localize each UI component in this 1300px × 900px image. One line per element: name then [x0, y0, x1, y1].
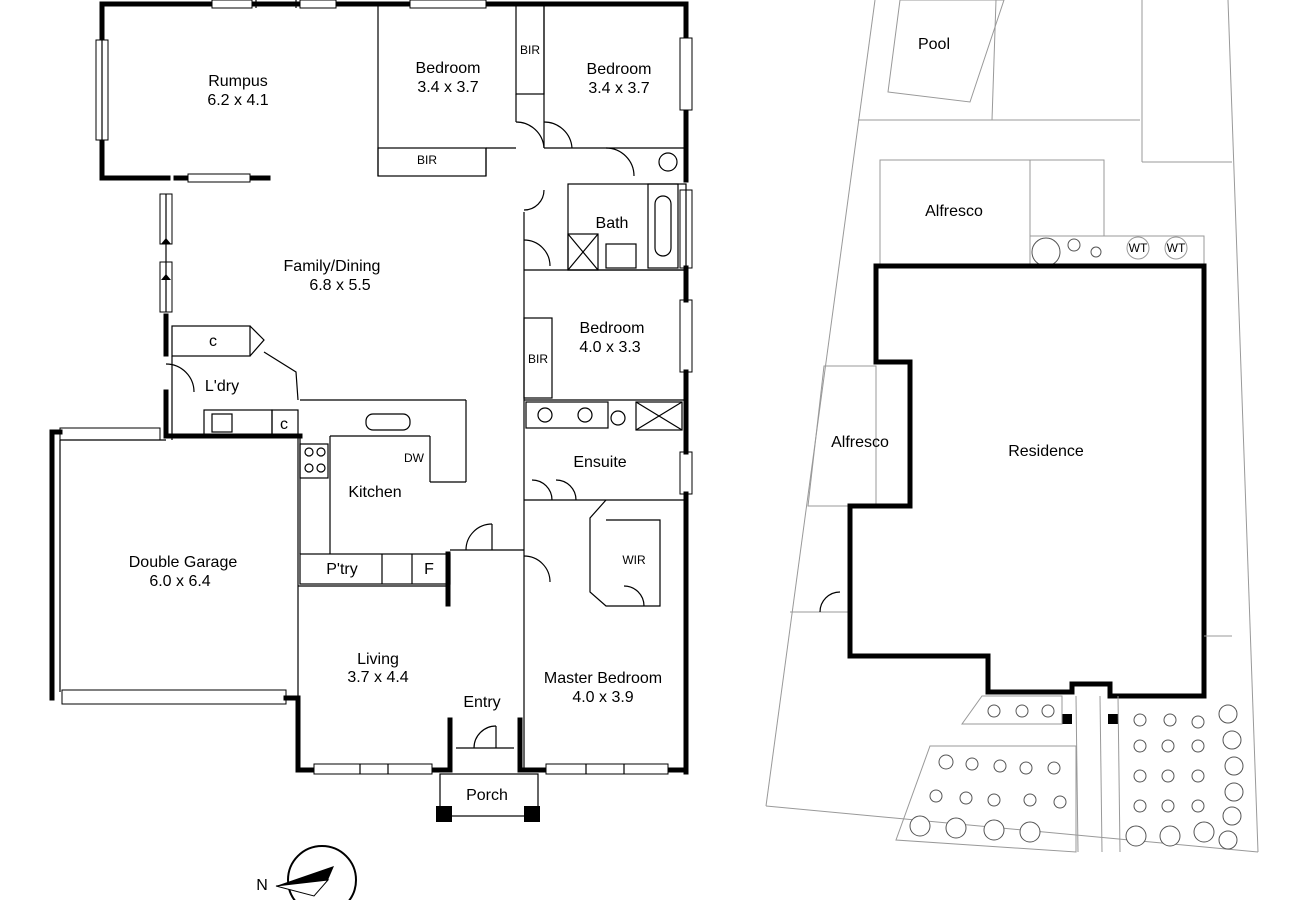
room-name-rumpus: Rumpus	[208, 73, 268, 90]
room-name-bedroom2: Bedroom	[587, 61, 652, 78]
room-labels: Rumpus 6.2 x 4.1 Bedroom 3.4 x 3.7 Bedro…	[129, 43, 662, 804]
room-size-rumpus: 6.2 x 4.1	[207, 92, 268, 109]
label-water-tank-2: WT	[1167, 241, 1186, 255]
label-bath: Bath	[596, 215, 629, 232]
room-size-master-bedroom: 4.0 x 3.9	[572, 689, 633, 706]
label-alfresco-side: Alfresco	[831, 434, 889, 451]
label-water-tank-1: WT	[1129, 241, 1148, 255]
room-size-family-dining: 6.8 x 5.5	[309, 277, 370, 294]
floor-plan: N Rumpus 6.2 x 4.1 Bedroom 3.4 x 3.7 Bed…	[49, 0, 693, 900]
label-wir: WIR	[622, 553, 646, 567]
rumpus-walls	[95, 0, 381, 183]
compass: N	[256, 845, 357, 900]
label-laundry: L'dry	[205, 378, 239, 395]
room-name-master-bedroom: Master Bedroom	[544, 670, 662, 687]
label-residence: Residence	[1008, 443, 1084, 460]
label-dishwasher: DW	[404, 451, 425, 465]
label-pantry: P'try	[326, 561, 358, 578]
room-name-family-dining: Family/Dining	[284, 258, 381, 275]
room-size-double-garage: 6.0 x 6.4	[149, 573, 210, 590]
label-pool: Pool	[918, 36, 950, 53]
garage-walls	[49, 193, 450, 773]
label-bir-bottom: BIR	[417, 153, 437, 167]
label-ensuite: Ensuite	[573, 454, 626, 471]
label-cupboard1: c	[209, 333, 217, 350]
label-entry: Entry	[463, 694, 500, 711]
interior-walls-bedrooms	[377, 3, 687, 772]
room-name-living: Living	[357, 651, 399, 668]
room-size-bedroom3: 4.0 x 3.3	[579, 339, 640, 356]
site-plan: Pool Alfresco Alfresco Residence WT WT	[765, 0, 1259, 853]
label-cupboard2: c	[280, 416, 288, 433]
laundry-kitchen-walls	[163, 313, 551, 607]
room-size-bedroom1: 3.4 x 3.7	[417, 79, 478, 96]
room-size-living: 3.7 x 4.4	[347, 669, 408, 686]
room-size-bedroom2: 3.4 x 3.7	[588, 80, 649, 97]
living-entry-walls	[295, 717, 689, 822]
compass-north-label: N	[256, 877, 268, 894]
label-alfresco-top: Alfresco	[925, 203, 983, 220]
label-fridge: F	[424, 561, 434, 578]
room-name-double-garage: Double Garage	[129, 554, 238, 571]
residence-outline	[847, 263, 1207, 699]
label-porch: Porch	[466, 787, 508, 804]
garden-shrubs	[909, 704, 1244, 850]
label-kitchen: Kitchen	[348, 484, 401, 501]
label-bir-top: BIR	[520, 43, 540, 57]
bedroom-top-walls	[375, 0, 693, 775]
label-bir-side: BIR	[528, 352, 548, 366]
pool-outline	[887, 0, 1005, 103]
room-name-bedroom1: Bedroom	[416, 60, 481, 77]
room-name-bedroom3: Bedroom	[580, 320, 645, 337]
